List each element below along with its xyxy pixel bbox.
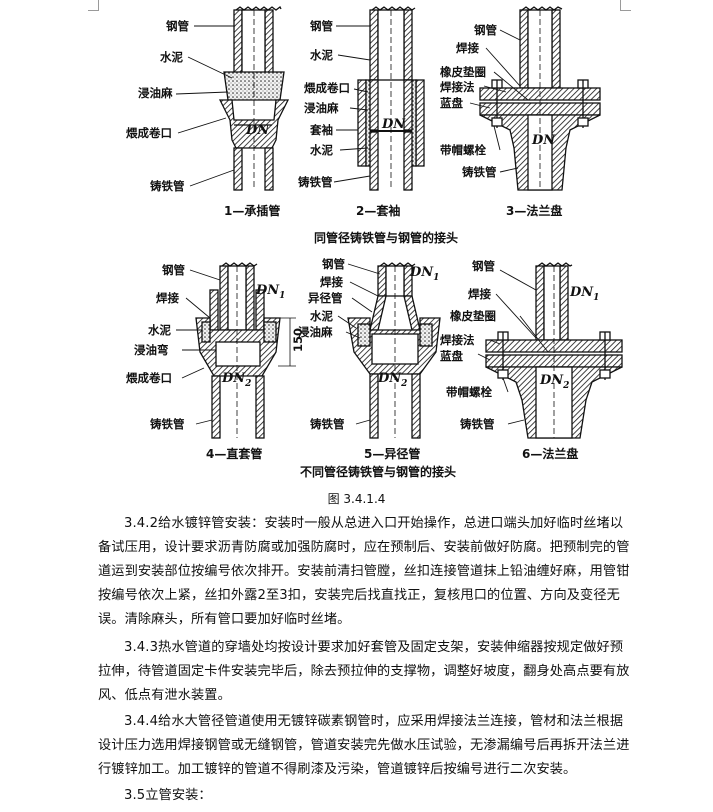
panel-4-dimension-150: 150 — [291, 328, 305, 352]
panel-6-label-weld-flange: 焊接法 — [440, 333, 475, 347]
group-2-title: 不同管径铸铁管与钢管的接头 — [300, 464, 456, 479]
panel-5-label-reducer: 异径管 — [308, 291, 343, 305]
paragraph-3-5-heading: 3.5立管安装： — [124, 788, 212, 803]
panel-3-label-weld: 焊接 — [456, 41, 479, 55]
panel-3-drawing — [479, 6, 601, 191]
panel-3-label-bolt: 带帽螺栓 — [440, 143, 486, 157]
panel-5-label-oakum: 浸油麻 — [298, 325, 333, 339]
panel-3-label-cast-iron: 铸铁管 — [462, 165, 497, 179]
paragraph-3-4-4: 3.4.4给水大管径管道使用无镀锌碳素钢管时，应采用焊接法兰连接，管材和法兰根据… — [98, 714, 630, 777]
page-corner-mark-left — [88, 0, 99, 11]
panel-4-drawing — [195, 262, 296, 439]
panel-3-dn: DN — [531, 133, 556, 148]
panel-6-label-rubber-gasket: 橡皮垫圈 — [450, 309, 496, 323]
panel-6-leaders — [477, 269, 549, 425]
panel-4-label-cement: 水泥 — [148, 323, 171, 337]
panel-1-label-cast-iron: 铸铁管 — [150, 179, 185, 193]
panel-4-dn2: DN2 — [221, 371, 251, 389]
panel-4-caption: 4—直套管 — [206, 446, 262, 461]
panel-2-label-oakum: 浸油麻 — [304, 101, 339, 115]
paragraph-3-4-3: 3.4.3热水管道的穿墙处均按设计要求加好套管及固定支架，安装伸缩器按规定做好预… — [98, 640, 630, 703]
group-1-title: 同管径铸铁管与钢管的接头 — [314, 230, 458, 245]
panel-2-label-steel-pipe: 钢管 — [310, 19, 333, 33]
panel-2-leaders — [333, 25, 371, 183]
panel-2-label-sleeve: 套袖 — [310, 123, 333, 137]
panel-6-caption: 6—法兰盘 — [522, 446, 578, 461]
panel-3-leaders — [469, 29, 529, 173]
panel-5-drawing — [347, 262, 441, 439]
panel-5-label-cast-iron: 铸铁管 — [310, 417, 345, 431]
panel-1-dn: DN — [245, 123, 270, 138]
panel-1-label-cement: 水泥 — [160, 50, 183, 64]
panel-3-label-steel-pipe: 钢管 — [474, 23, 497, 37]
panel-6-label-plate: 蓝盘 — [440, 349, 463, 363]
panel-6-label-steel-pipe: 钢管 — [472, 259, 495, 273]
panel-6-label-cast-iron: 铸铁管 — [460, 417, 495, 431]
panel-6-dn1: DN1 — [569, 285, 599, 303]
panel-2-drawing — [357, 6, 425, 191]
panel-3-label-weld-flange: 焊接法 — [440, 80, 475, 94]
panel-5-label-cement: 水泥 — [310, 309, 333, 323]
panel-6-dn2: DN2 — [539, 373, 569, 391]
panel-6-label-bolt: 带帽螺栓 — [446, 385, 492, 399]
panel-3-label-rubber-gasket: 橡皮垫圈 — [440, 65, 486, 79]
panel-3-caption: 3—法兰盘 — [506, 203, 562, 218]
panel-5-leaders — [337, 263, 381, 425]
panel-1-drawing — [218, 6, 290, 191]
panel-4-dn1: DN1 — [255, 283, 285, 301]
panel-2-caption: 2—套袖 — [356, 203, 400, 218]
panel-5-dn1: DN1 — [409, 265, 439, 283]
panel-5-dn2: DN2 — [377, 371, 407, 389]
page-corner-mark-right — [620, 0, 631, 11]
panel-5-label-steel-pipe: 钢管 — [322, 257, 345, 271]
panel-2-label-cement-2: 水泥 — [310, 143, 333, 157]
panel-2-label-flare: 煨成卷口 — [304, 81, 350, 95]
panel-3-label-plate: 蓝盘 — [440, 96, 463, 110]
pipe-joint-figure: DN 钢管 水泥 浸油麻 煨成卷口 铸铁管 1—承插管 DN 钢 — [126, 6, 623, 479]
panel-2-label-cast-iron: 铸铁管 — [298, 175, 333, 189]
panel-1-leaders — [175, 25, 235, 187]
panel-4-label-weld: 焊接 — [156, 291, 179, 305]
panel-5-caption: 5—异径管 — [364, 446, 420, 461]
figure-number-caption: 图 3.4.1.4 — [327, 492, 386, 506]
panel-2-dn: DN — [381, 117, 406, 132]
panel-2-label-cement: 水泥 — [310, 48, 333, 62]
panel-4-leaders — [176, 269, 221, 425]
paragraph-3-4-2: 3.4.2给水镀锌管安装：安装时一般从总进入口开始操作，总进口端头加好临时丝堵以… — [98, 516, 630, 627]
panel-1-label-flare: 煨成卷口 — [126, 126, 172, 140]
panel-1-label-oakum: 浸油麻 — [138, 86, 173, 100]
panel-5-label-weld: 焊接 — [320, 275, 343, 289]
panel-4-label-steel-pipe: 钢管 — [162, 263, 185, 277]
panel-1-label-steel-pipe: 钢管 — [166, 19, 189, 33]
panel-6-label-weld: 焊接 — [468, 287, 491, 301]
panel-4-label-oakum: 浸油弯 — [134, 343, 169, 357]
panel-4-label-flare: 煨成卷口 — [126, 371, 172, 385]
panel-4-label-cast-iron: 铸铁管 — [150, 417, 185, 431]
panel-6-drawing — [485, 262, 623, 439]
panel-1-caption: 1—承插管 — [224, 203, 280, 218]
